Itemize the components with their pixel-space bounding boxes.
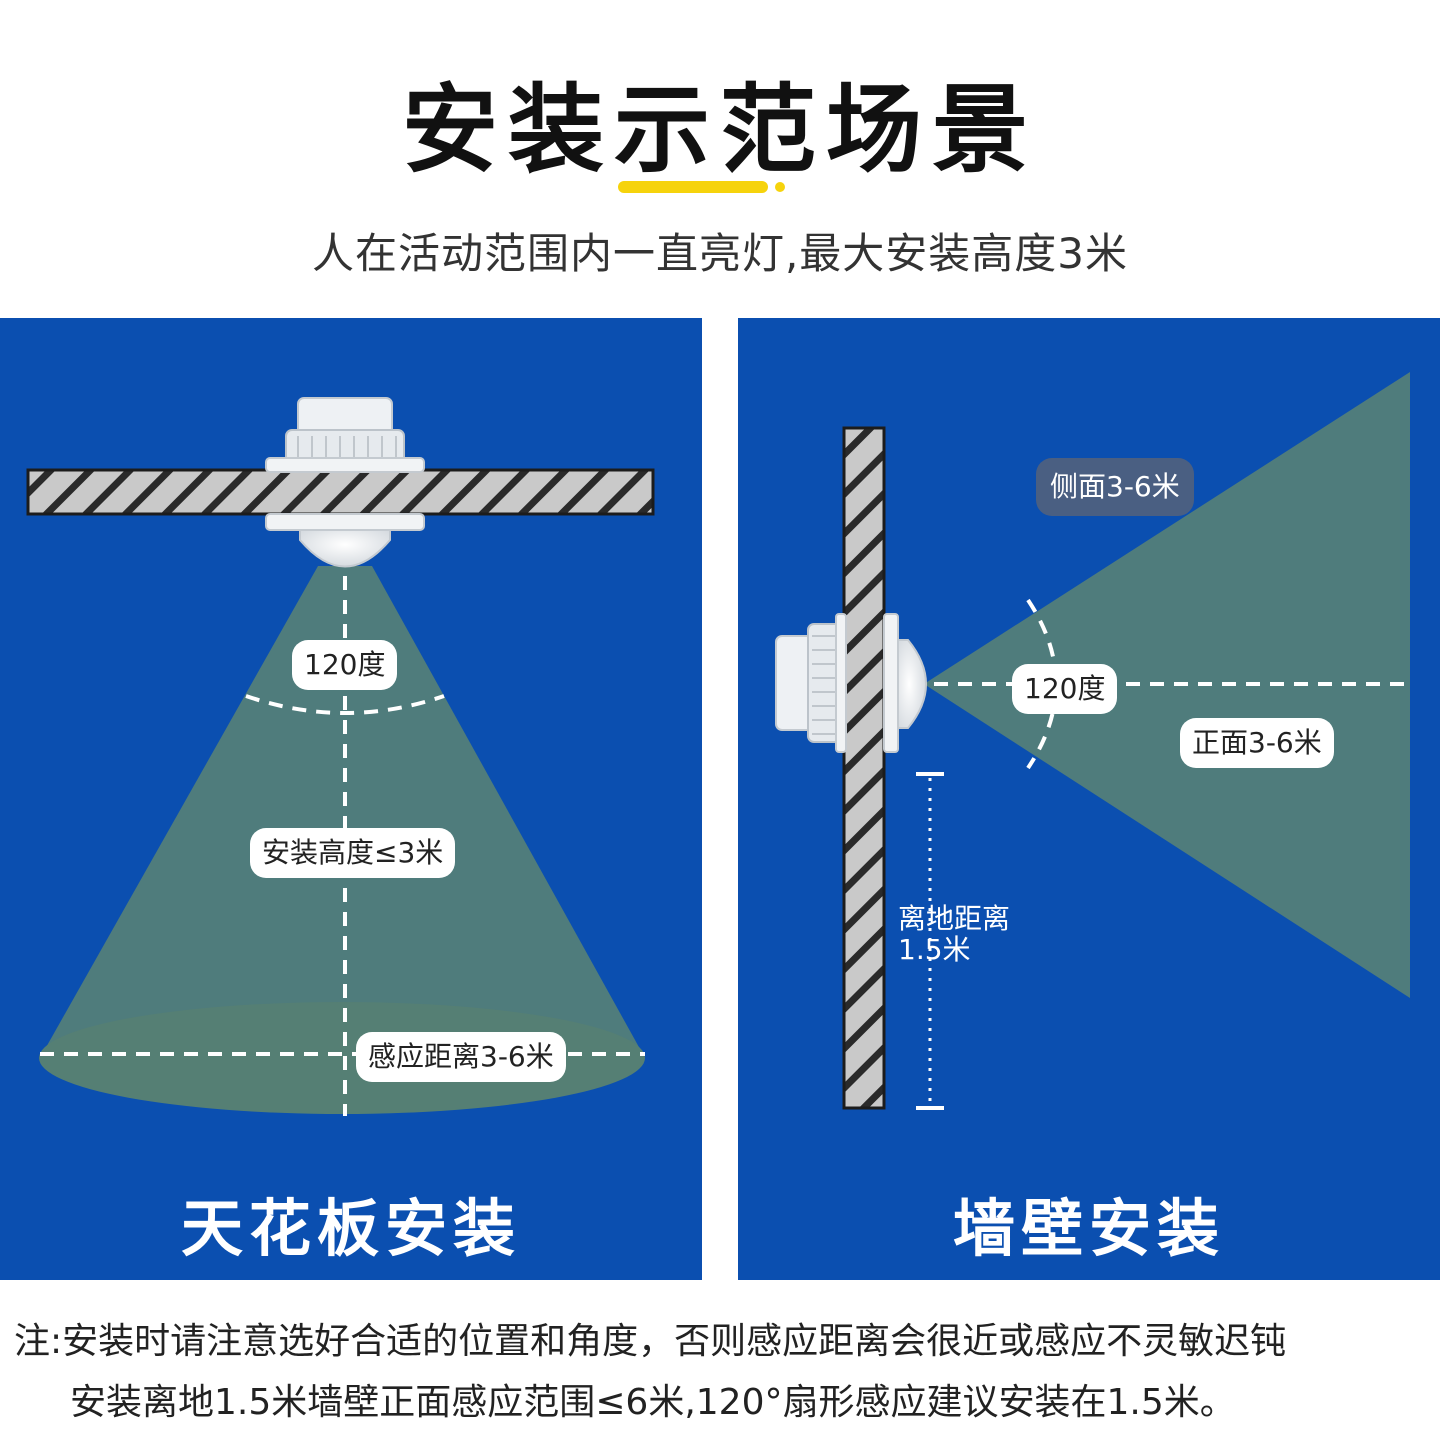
- ceiling-install-panel: 120度 安装高度≤3米 感应距离3-6米 天花板安装: [0, 318, 702, 1280]
- wall-side-range-label: 侧面3-6米: [1036, 458, 1194, 516]
- ceiling-slab: [26, 468, 655, 516]
- wall-front-range-label: 正面3-6米: [1180, 718, 1334, 768]
- ceiling-angle-arc: [245, 694, 445, 715]
- ceiling-sensor-device: [265, 397, 425, 568]
- title-accent-bar: [618, 181, 768, 193]
- wall-slab: [842, 426, 886, 1110]
- wall-angle-arc: [1026, 598, 1058, 770]
- page-title: 安装示范场景: [402, 74, 1038, 186]
- ceiling-detection-cone: [40, 566, 645, 1058]
- ceiling-height-label: 安装高度≤3米: [250, 828, 456, 878]
- title-accent-dot: [775, 182, 785, 192]
- wall-detection-wedge: [924, 372, 1410, 998]
- page-subtitle: 人在活动范围内一直亮灯,最大安装高度3米: [311, 229, 1129, 278]
- ceiling-install-illustration: [26, 397, 655, 1116]
- floor-distance-label: 离地距离 1.5米: [898, 902, 1011, 966]
- wall-angle-label: 120度: [1012, 664, 1118, 714]
- wall-sensor-device: [775, 613, 927, 753]
- floor-distance-value: 1.5米: [898, 932, 971, 966]
- ceiling-panel-caption: 天花板安装: [180, 1192, 521, 1265]
- wall-install-illustration: [775, 372, 1410, 1110]
- floor-distance-marker: [916, 772, 944, 1110]
- install-note-line-2: 安装离地1.5米墙壁正面感应范围≤6米,120°扇形感应建议安装在1.5米。: [70, 1382, 1236, 1423]
- install-note-line-1: 注:安装时请注意选好合适的位置和角度，否则感应距离会很近或感应不灵敏迟钝: [14, 1321, 1287, 1362]
- ceiling-range-label: 感应距离3-6米: [356, 1032, 566, 1082]
- wall-install-panel: 侧面3-6米 120度 正面3-6米 离地距离 1.5米 墙壁安装: [738, 318, 1440, 1280]
- floor-distance-title: 离地距离: [898, 902, 1011, 935]
- ceiling-detection-floor-ellipse: [39, 1002, 645, 1114]
- ceiling-angle-label: 120度: [292, 640, 398, 690]
- wall-panel-caption: 墙壁安装: [952, 1192, 1225, 1265]
